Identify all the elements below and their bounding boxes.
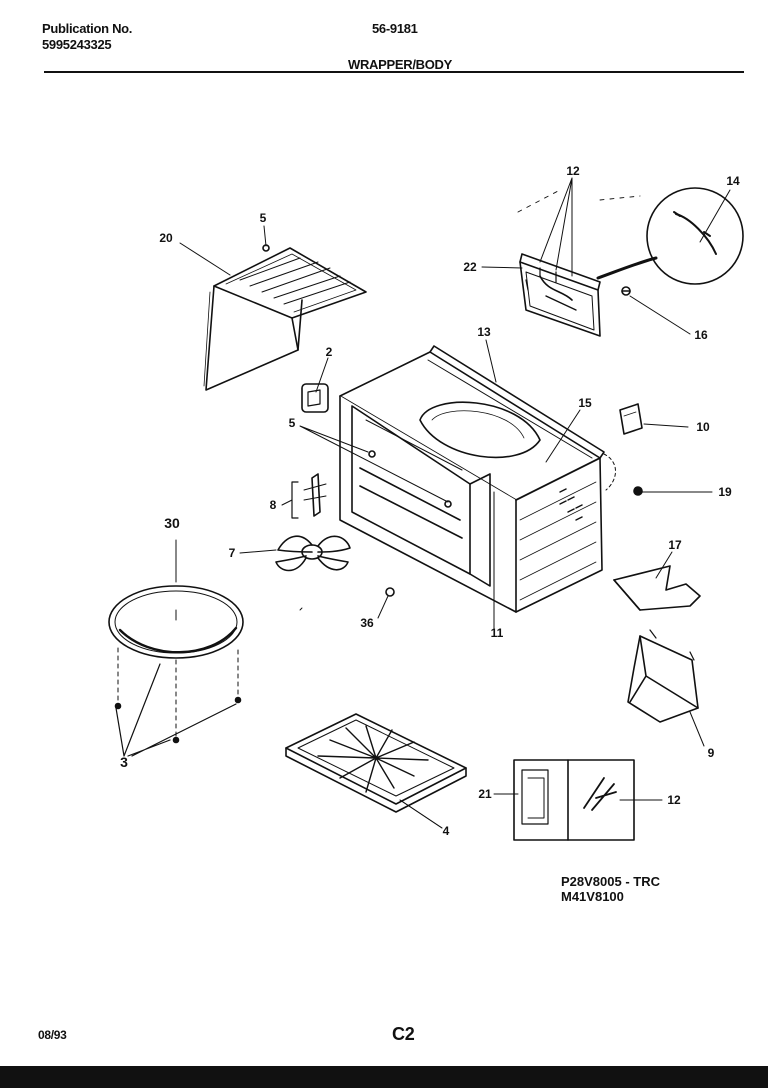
part-label-3: 3 (120, 754, 128, 770)
part-label-19: 19 (718, 485, 732, 499)
part-label-14: 14 (726, 174, 740, 188)
part-label-36: 36 (360, 616, 374, 630)
header-rule (44, 71, 744, 73)
duct-9 (627, 629, 699, 723)
part-label-10: 10 (696, 420, 710, 434)
section-title: WRAPPER/BODY (348, 57, 453, 72)
footer-bar (0, 1066, 768, 1088)
model-code: 56-9181 (372, 21, 418, 36)
part-label-2: 2 (325, 345, 333, 359)
publication-label: Publication No. (42, 21, 133, 36)
part-label-8: 8 (269, 498, 277, 512)
part-label-30: 30 (164, 515, 180, 531)
part-8 (291, 473, 327, 519)
part-label-12-top: 12 (566, 164, 580, 178)
part-label-15: 15 (578, 396, 592, 410)
part-label-5-mid: 5 (288, 416, 296, 430)
screw-36 (377, 587, 395, 619)
part-label-7: 7 (228, 546, 236, 560)
footer-date: 08/93 (38, 1028, 67, 1042)
footer-page: C2 (392, 1024, 415, 1044)
bracket-2-box (301, 383, 329, 413)
screw-16 (621, 286, 631, 296)
part-label-22: 22 (463, 260, 477, 274)
part-label-13: 13 (477, 325, 491, 339)
plate-10 (619, 403, 643, 435)
part-label-5-top: 5 (259, 211, 267, 225)
roller-ring (108, 539, 244, 757)
fan-blade (275, 535, 351, 572)
inset-box (513, 759, 635, 841)
bracket-17 (613, 565, 701, 611)
part-14-detail (646, 187, 744, 285)
cabinet-body (339, 345, 616, 613)
part-label-4: 4 (442, 824, 450, 838)
part-label-20: 20 (159, 231, 173, 245)
publication-number: 5995243325 (42, 37, 112, 52)
part-label-12-inset: 12 (667, 793, 681, 807)
wrapper-top-panel (203, 247, 367, 391)
latch-assembly (519, 253, 658, 337)
glass-tray (285, 713, 467, 829)
screw-19 (633, 486, 643, 496)
model-number-2: M41V8100 (561, 889, 624, 904)
part-label-21: 21 (478, 787, 492, 801)
part-label-11: 11 (490, 626, 504, 640)
part-label-17: 17 (668, 538, 682, 552)
part-label-9: 9 (707, 746, 715, 760)
part-label-16: 16 (694, 328, 708, 342)
model-number-1: P28V8005 - TRC (561, 874, 660, 889)
